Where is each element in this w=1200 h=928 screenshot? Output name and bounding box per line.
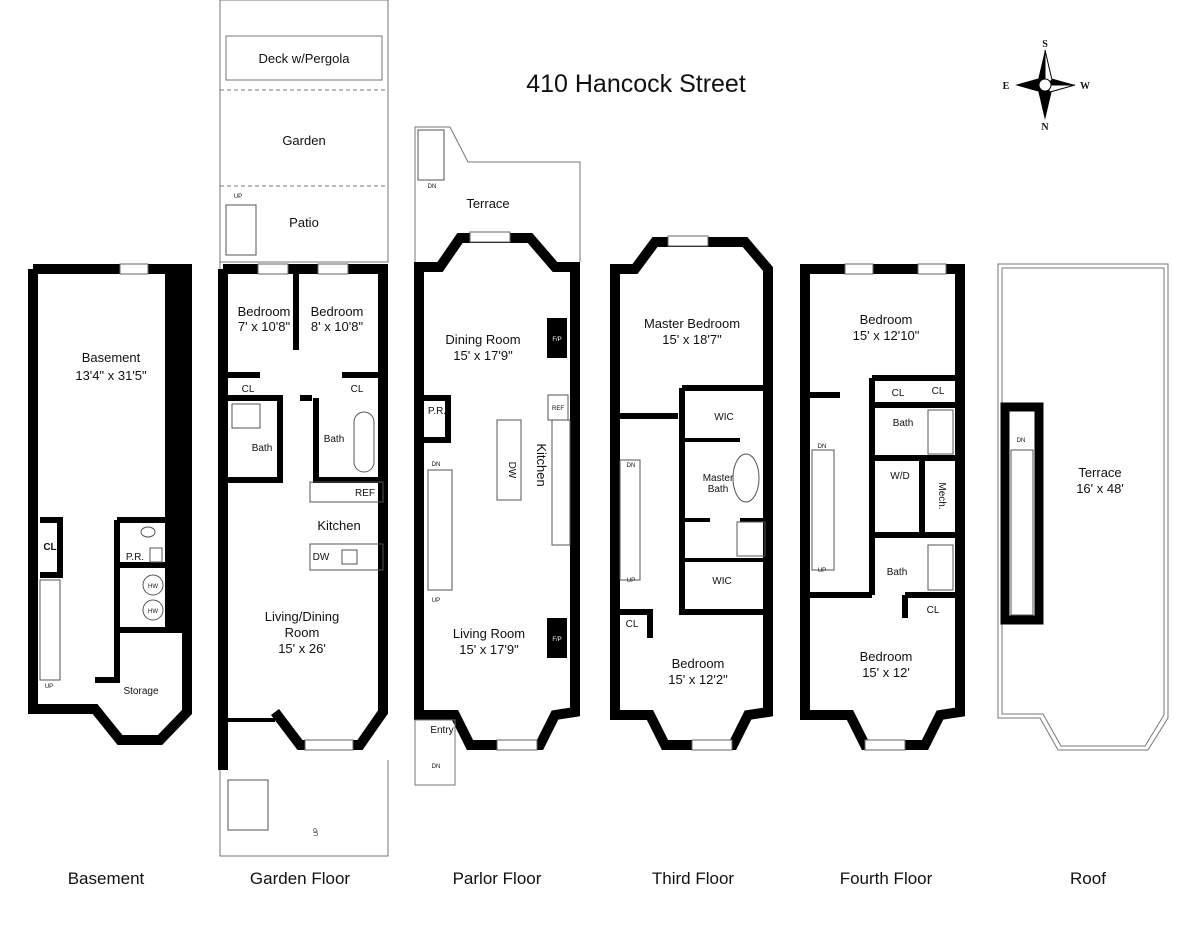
room-powder: P.R. bbox=[428, 406, 446, 417]
dishwasher: DW bbox=[506, 462, 517, 479]
stairs-down: DN bbox=[818, 444, 827, 450]
entry-stairs-down: DN bbox=[432, 764, 441, 770]
plan-title: 410 Hancock Street bbox=[526, 70, 746, 98]
room-bath-1: Bath bbox=[252, 443, 273, 454]
compass-west: W bbox=[1080, 81, 1090, 92]
room-living-dining-2: Room bbox=[285, 625, 320, 640]
stairs-up: UP bbox=[432, 598, 440, 604]
closet-2: CL bbox=[932, 386, 945, 397]
room-basement-dim: 13'4" x 31'5" bbox=[75, 368, 147, 383]
floor-label-roof: Roof bbox=[1070, 869, 1106, 888]
room-kitchen: Kitchen bbox=[534, 443, 549, 486]
floor-label-fourth: Fourth Floor bbox=[840, 869, 933, 888]
stairs-up: UP bbox=[627, 578, 635, 584]
area-roof-terrace-dim: 16' x 48' bbox=[1076, 481, 1124, 496]
closet-1: CL bbox=[892, 388, 905, 399]
front-stairs-up: UP bbox=[314, 828, 320, 836]
room-bedroom-1-dim: 7' x 10'8" bbox=[238, 319, 291, 334]
floor-label-third: Third Floor bbox=[652, 869, 735, 888]
walk-in-closet-2: WIC bbox=[712, 576, 731, 587]
roof-plan bbox=[997, 263, 1169, 751]
area-terrace: Terrace bbox=[466, 196, 509, 211]
room-master-bedroom-dim: 15' x 18'7" bbox=[662, 332, 722, 347]
room-living-dining-dim: 15' x 26' bbox=[278, 641, 326, 656]
floor-label-basement: Basement bbox=[68, 869, 145, 888]
room-dining: Dining Room bbox=[445, 332, 520, 347]
room-mechanical: Mech. bbox=[936, 482, 947, 509]
room-entry: Entry bbox=[430, 725, 453, 736]
room-master-bath-2: Bath bbox=[708, 484, 729, 495]
floor-label-garden: Garden Floor bbox=[250, 869, 350, 888]
compass-south: S bbox=[1042, 39, 1048, 50]
room-bath-2: Bath bbox=[887, 567, 908, 578]
closet-1: CL bbox=[242, 384, 255, 395]
refrigerator: REF bbox=[552, 406, 564, 412]
stairs-up: UP bbox=[818, 568, 826, 574]
room-bath-2: Bath bbox=[324, 434, 345, 445]
stairs-up-label: UP bbox=[45, 684, 53, 690]
room-basement-pr: P.R. bbox=[126, 552, 144, 563]
room-living: Living Room bbox=[453, 626, 525, 641]
garden-floor-plan bbox=[218, 0, 389, 857]
stairs-down: DN bbox=[432, 462, 441, 468]
room-kitchen: Kitchen bbox=[317, 518, 360, 533]
room-bedroom: Bedroom bbox=[672, 656, 725, 671]
fireplace-2: F/P bbox=[552, 637, 561, 643]
room-bedroom-2: Bedroom bbox=[311, 304, 364, 319]
patio-stairs-up: UP bbox=[234, 194, 242, 200]
area-roof-terrace: Terrace bbox=[1078, 465, 1121, 480]
room-bedroom-1-dim: 15' x 12'10" bbox=[853, 328, 920, 343]
closet-2: CL bbox=[351, 384, 364, 395]
room-bedroom-dim: 15' x 12'2" bbox=[668, 672, 728, 687]
washer-dryer: W/D bbox=[890, 471, 909, 482]
compass-icon bbox=[1015, 49, 1076, 120]
fourth-floor-plan bbox=[800, 263, 965, 751]
fireplace-1: F/P bbox=[552, 337, 561, 343]
room-bedroom-2-dim: 8' x 10'8" bbox=[311, 319, 364, 334]
room-bedroom-1: Bedroom bbox=[860, 312, 913, 327]
room-master-bedroom: Master Bedroom bbox=[644, 316, 740, 331]
dishwasher: DW bbox=[313, 552, 330, 563]
stairs-down: DN bbox=[627, 463, 636, 469]
basement-plan bbox=[28, 263, 192, 745]
room-bedroom-1: Bedroom bbox=[238, 304, 291, 319]
room-storage: Storage bbox=[123, 686, 158, 697]
area-patio: Patio bbox=[289, 215, 319, 230]
water-heater-2: HW bbox=[148, 609, 158, 615]
room-bath-1: Bath bbox=[893, 418, 914, 429]
closet: CL bbox=[626, 619, 639, 630]
area-deck: Deck w/Pergola bbox=[258, 51, 350, 66]
room-dining-dim: 15' x 17'9" bbox=[453, 348, 513, 363]
water-heater-1: HW bbox=[148, 584, 158, 590]
terrace-stairs-down: DN bbox=[428, 184, 437, 190]
room-bedroom-2: Bedroom bbox=[860, 649, 913, 664]
room-bedroom-2-dim: 15' x 12' bbox=[862, 665, 910, 680]
third-floor-plan bbox=[610, 235, 773, 751]
room-basement: Basement bbox=[82, 350, 141, 365]
room-master-bath: Master bbox=[703, 473, 734, 484]
room-living-dim: 15' x 17'9" bbox=[459, 642, 519, 657]
room-basement-cl: CL bbox=[43, 542, 56, 553]
room-living-dining: Living/Dining bbox=[265, 609, 339, 624]
roof-stairs-down: DN bbox=[1017, 438, 1026, 444]
compass-east: E bbox=[1003, 81, 1010, 92]
floor-label-parlor: Parlor Floor bbox=[453, 869, 542, 888]
closet-3: CL bbox=[927, 605, 940, 616]
area-garden: Garden bbox=[282, 133, 325, 148]
walk-in-closet-1: WIC bbox=[714, 412, 733, 423]
compass-north: N bbox=[1041, 122, 1049, 133]
parlor-floor-plan bbox=[414, 126, 581, 786]
refrigerator: REF bbox=[355, 488, 375, 499]
